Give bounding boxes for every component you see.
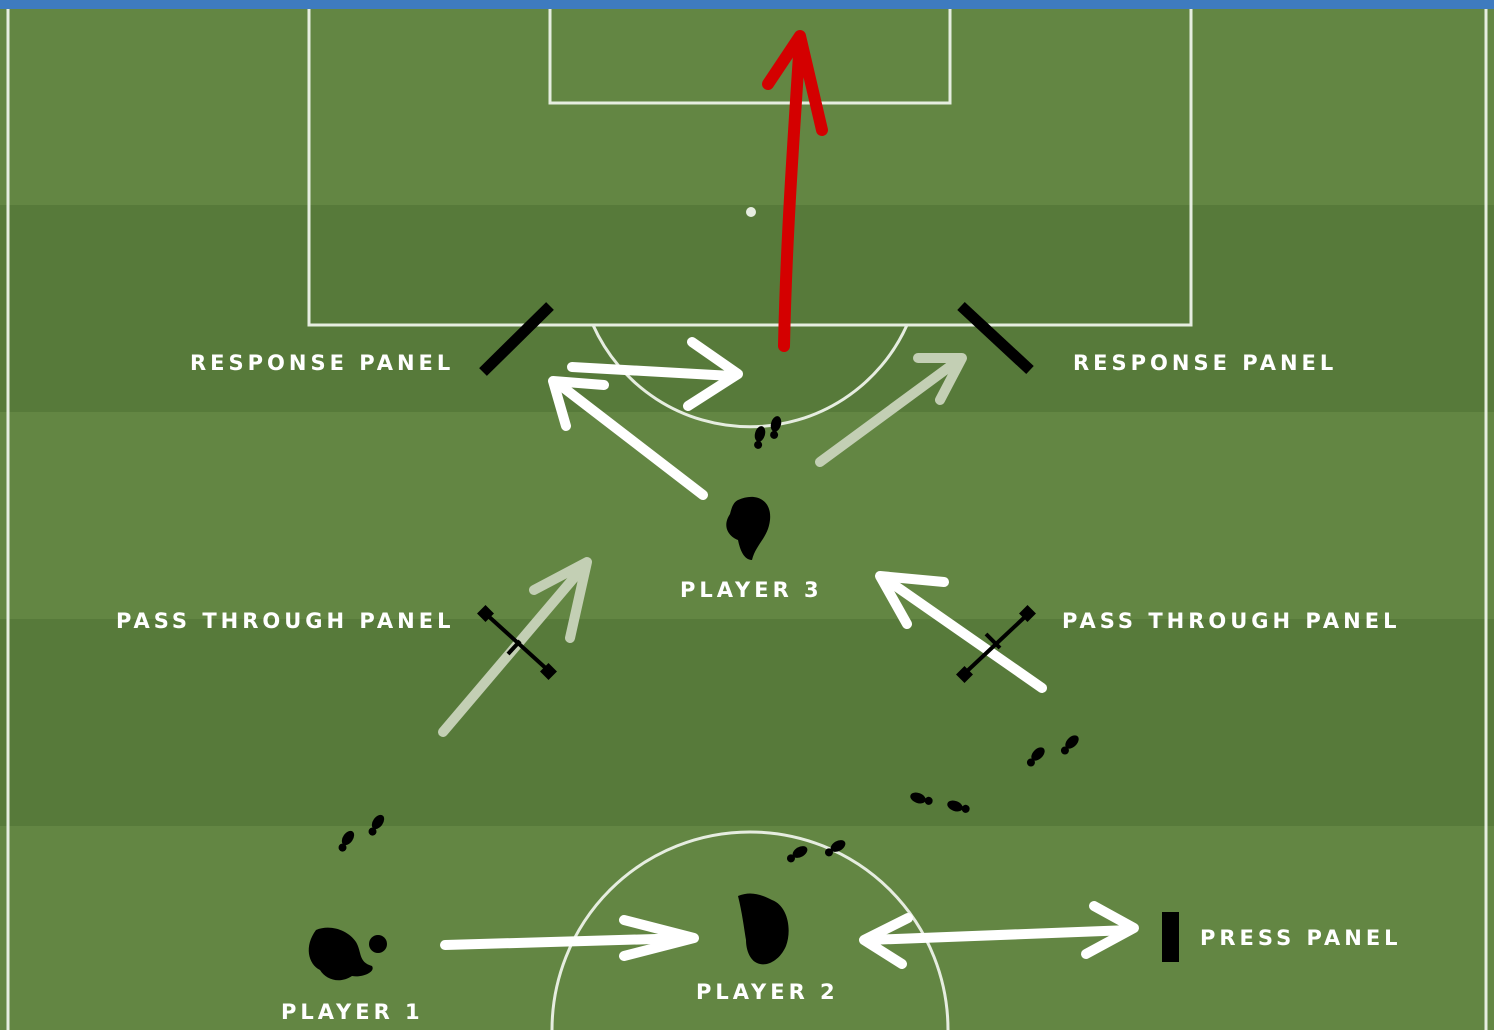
response-panel-left-label: RESPONSE PANEL	[190, 351, 454, 375]
response-panel-right-label: RESPONSE PANEL	[1073, 351, 1337, 375]
press-panel-label: PRESS PANEL	[1200, 926, 1402, 950]
player-3-label: PLAYER 3	[680, 578, 823, 602]
ball-icon	[369, 935, 387, 953]
pass-through-panel-right-label: PASS THROUGH PANEL	[1062, 609, 1400, 633]
player-2-label: PLAYER 2	[696, 980, 839, 1004]
penalty-spot	[746, 207, 756, 217]
press-panel-marker	[1162, 912, 1179, 962]
pass-through-panel-left-label: PASS THROUGH PANEL	[116, 609, 454, 633]
player-1-label: PLAYER 1	[281, 1000, 424, 1024]
top-bar	[0, 0, 1494, 9]
